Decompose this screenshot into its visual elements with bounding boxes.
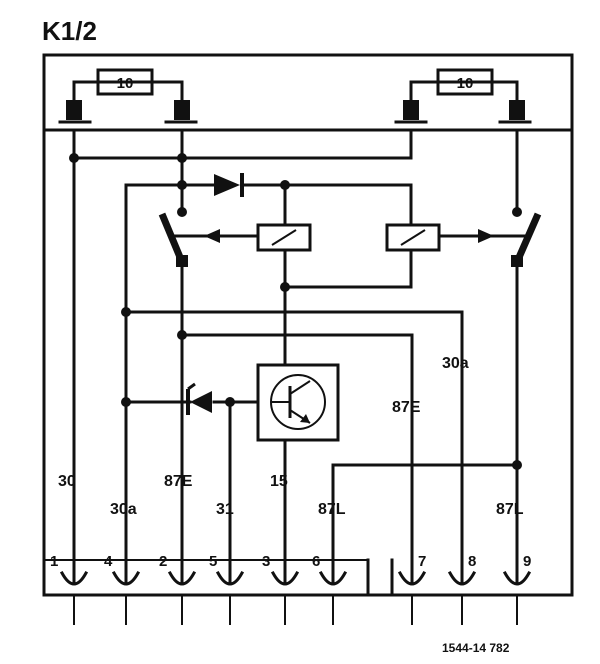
- label-31: 31: [216, 501, 234, 518]
- pins: 1 4 2 5 3 6 7 8 9: [50, 553, 531, 625]
- wiring: [72, 128, 519, 562]
- label-87l-right: 87L: [496, 501, 524, 518]
- label-15: 15: [270, 473, 288, 490]
- relay-housing: [42, 53, 574, 597]
- zener-diode: [186, 382, 212, 415]
- pin-3: 3: [262, 553, 300, 625]
- label-30a-bottom: 30a: [110, 501, 137, 518]
- wire-labels: 30 30a 87E 31 15 87L 87E 30a 87L: [58, 355, 524, 518]
- fuse-right-rating: 10: [457, 75, 474, 92]
- pin-9-number: 9: [523, 553, 531, 570]
- pin-4-number: 4: [104, 553, 113, 570]
- label-30: 30: [58, 473, 76, 490]
- junction-dots: [69, 153, 522, 470]
- relay-coil-left: [172, 223, 312, 252]
- pin-2: 2: [159, 553, 197, 625]
- pin-7-number: 7: [418, 553, 426, 570]
- reference-number: 1544-14 782: [442, 641, 510, 655]
- fuse-left: 10: [58, 68, 198, 124]
- label-87l-mid: 87L: [318, 501, 346, 518]
- pin-1: 1: [50, 553, 89, 625]
- pin-5-number: 5: [209, 553, 217, 570]
- pin-4: 4: [104, 553, 141, 625]
- pin-2-number: 2: [159, 553, 167, 570]
- fuse-right: 10: [394, 68, 532, 124]
- pin-7: 7: [397, 553, 426, 625]
- pin-8: 8: [447, 553, 476, 625]
- pin-6-number: 6: [312, 553, 320, 570]
- switch-right: [511, 207, 542, 267]
- fuse-left-rating: 10: [117, 75, 134, 92]
- pin-3-number: 3: [262, 553, 270, 570]
- transistor: [256, 363, 340, 442]
- relay-coil-right: [385, 223, 528, 252]
- label-30a-mid: 30a: [442, 355, 469, 372]
- diagram-title: K1/2: [42, 16, 97, 46]
- pin-9: 9: [502, 553, 531, 625]
- pin-8-number: 8: [468, 553, 476, 570]
- label-87e-mid: 87E: [392, 399, 421, 416]
- switch-left: [158, 207, 188, 267]
- diode-top: [214, 173, 244, 197]
- pin-6: 6: [312, 553, 348, 625]
- label-87e-left: 87E: [164, 473, 193, 490]
- connector-block: [42, 558, 574, 597]
- pin-5: 5: [209, 553, 245, 625]
- pin-1-number: 1: [50, 553, 58, 570]
